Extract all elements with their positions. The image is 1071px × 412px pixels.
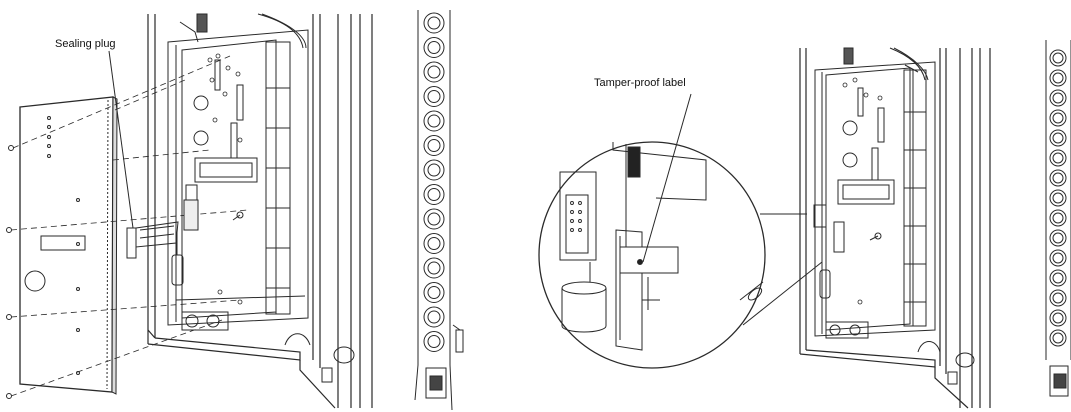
door-hole-inner [1052, 272, 1064, 284]
door-hole-inner [427, 41, 441, 54]
door-hole [1049, 49, 1067, 67]
bottom-fittings [181, 311, 355, 383]
door-hole-inner [427, 16, 441, 30]
door-strip-right [1045, 40, 1071, 397]
door-hole-inner [1052, 232, 1064, 244]
door-hole [423, 331, 445, 352]
circuit-board-right [813, 67, 927, 331]
door-hole [1049, 229, 1067, 247]
door-hole-inner [1052, 132, 1064, 144]
door-hole-inner [1052, 72, 1064, 84]
bottom-fittings-right [825, 321, 975, 385]
door-hole-inner [427, 90, 441, 103]
door-hole-inner [427, 310, 441, 324]
back-plate-right [814, 61, 936, 337]
door-hole-inner [427, 261, 441, 275]
housing-right [799, 48, 991, 409]
door-hole [1049, 269, 1067, 287]
door-hole-inner [427, 114, 441, 128]
door-hole-inner [1052, 192, 1064, 204]
cover-panel [19, 96, 118, 395]
door-hole [423, 12, 445, 34]
left-figure [6, 10, 464, 411]
door-hole-inner [1052, 252, 1064, 264]
door-hole [423, 184, 445, 205]
door-hole [1049, 109, 1067, 127]
door-hole [1049, 129, 1067, 147]
sealing-plug-label: Sealing plug [55, 38, 116, 50]
door-hole-inner [427, 139, 441, 152]
back-plate [167, 29, 309, 326]
door-hole [423, 135, 445, 156]
door-hole-inner [1052, 332, 1064, 344]
door-hole [423, 306, 445, 328]
door-hole-inner [427, 335, 441, 348]
door-hole [423, 208, 445, 230]
terminal-strip [265, 41, 291, 315]
door-hole [1049, 69, 1067, 87]
tamper-proof-label-label: Tamper-proof label [594, 77, 686, 89]
door-hole [1049, 289, 1067, 307]
top-cable [179, 13, 307, 49]
door-hole [423, 159, 445, 181]
door-hole [423, 37, 445, 58]
top-cable-right [843, 47, 929, 81]
zoom-detail [538, 93, 823, 369]
door-hole-inner [1052, 312, 1064, 324]
door-hole-inner [1052, 212, 1064, 224]
door-strip-left [414, 10, 464, 411]
door-hole [1049, 209, 1067, 227]
door-hole [1049, 89, 1067, 107]
door-hole [1049, 189, 1067, 207]
door-hole-inner [1052, 292, 1064, 304]
door-hole [423, 233, 445, 254]
door-hole-inner [427, 163, 441, 177]
door-hole [1049, 329, 1067, 347]
door-hole-inner [427, 237, 441, 250]
door-hole [1049, 149, 1067, 167]
door-hole-inner [1052, 52, 1064, 64]
door-hole [1049, 249, 1067, 267]
housing-left [147, 14, 373, 409]
door-hole [423, 86, 445, 107]
circuit-board [171, 39, 277, 319]
door-hole-inner [427, 65, 441, 79]
right-figure [538, 40, 1071, 409]
assembly-lines [10, 55, 249, 397]
door-hole-inner [427, 212, 441, 226]
door-hole-inner [1052, 112, 1064, 124]
door-hole-inner [1052, 152, 1064, 164]
door-hole [423, 110, 445, 132]
door-hole-inner [1052, 172, 1064, 184]
door-hole [423, 61, 445, 83]
door-hole [423, 257, 445, 279]
door-hole [423, 282, 445, 303]
door-hole-inner [1052, 92, 1064, 104]
cover-screws [6, 145, 14, 399]
door-hole [1049, 169, 1067, 187]
door-hole-inner [427, 188, 441, 201]
door-hole [1049, 309, 1067, 327]
door-hole-inner [427, 286, 441, 299]
